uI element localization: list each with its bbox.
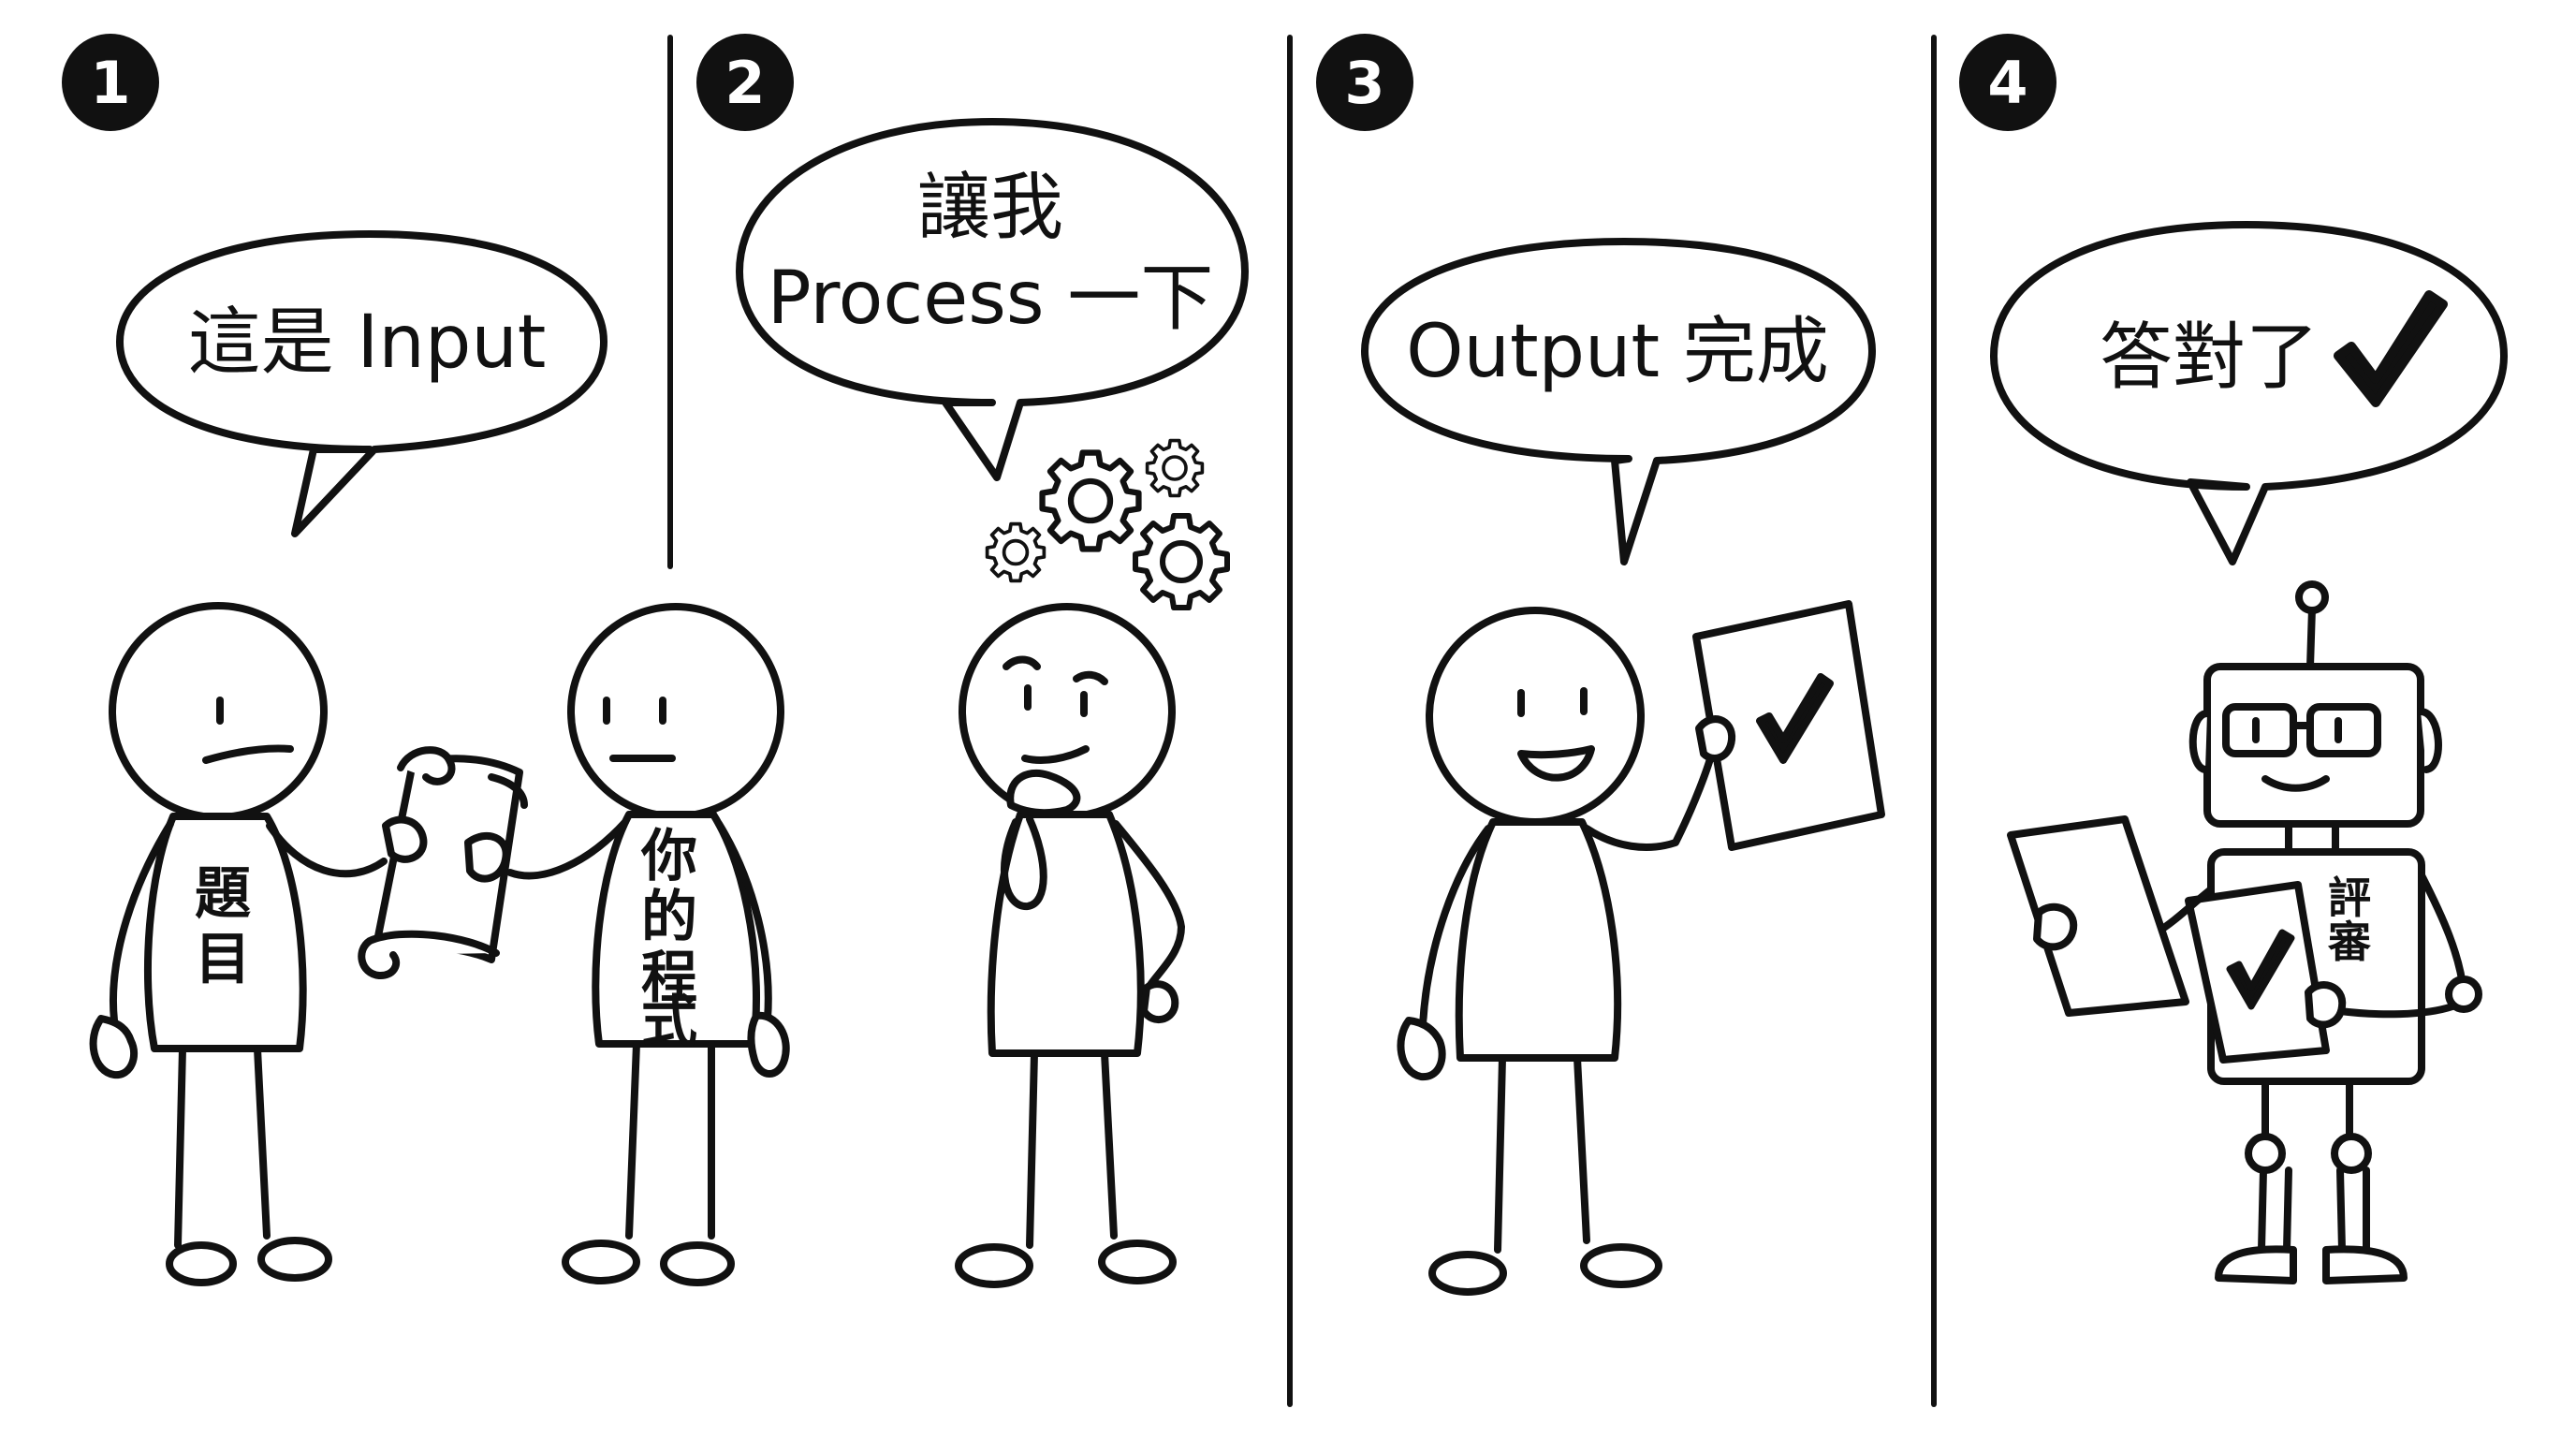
panel-2-speech-line-2: Process 一下 [768, 257, 1214, 341]
panel-1-number: 1 [90, 49, 130, 117]
panel-1-speech-bubble: 這是 Input [116, 230, 607, 537]
panel-2-speech-bubble: 讓我 Process 一下 [736, 118, 1249, 481]
panel-4-badge: 4 [1959, 34, 2056, 131]
paper-scroll [358, 746, 528, 979]
shirt-label-program-4: 式 [641, 990, 697, 1055]
panel-2: 2 讓我 Process 一下 [696, 34, 1249, 1288]
checkmark-icon [1756, 673, 1834, 764]
character-your-program: 你 的 程 式 [506, 603, 790, 1286]
checkmark-icon [2334, 290, 2448, 407]
panel-1-speech-text: 這是 Input [188, 301, 547, 385]
panel-3: 3 Output 完成 [1316, 34, 1885, 1296]
panel-3-badge: 3 [1316, 34, 1413, 131]
result-document [1692, 600, 1885, 851]
shirt-label-problem-2: 目 [195, 927, 251, 992]
character-happy [1397, 607, 1717, 1296]
panel-4: 4 答對了 評 審 [1959, 34, 2508, 1284]
panel-4-speech-text: 答對了 [2100, 315, 2319, 400]
character-problem: 題 目 [89, 602, 388, 1286]
character-thinker [955, 603, 1185, 1288]
shirt-label-program-1: 你 [640, 824, 697, 889]
shirt-label-program-3: 程 [641, 946, 697, 1011]
robot-label-1: 評 [2328, 873, 2371, 923]
shirt-label-program-2: 的 [641, 885, 697, 950]
panel-2-number: 2 [724, 49, 765, 117]
gear-icon [1135, 516, 1227, 608]
thinking-gears [985, 438, 1227, 608]
gear-icon [1145, 438, 1205, 498]
shirt-label-problem-1: 題 [195, 861, 251, 927]
gear-icon [1043, 453, 1139, 550]
panel-3-speech-bubble: Output 完成 [1361, 238, 1876, 565]
panel-1-badge: 1 [62, 34, 159, 131]
panel-4-number: 4 [1987, 49, 2027, 117]
panel-3-number: 3 [1344, 49, 1384, 117]
panel-4-speech-bubble: 答對了 [1990, 221, 2508, 565]
robot-label-2: 審 [2327, 917, 2372, 967]
robot-judge: 評 審 [2007, 580, 2482, 1284]
gear-icon [985, 521, 1046, 583]
panel-2-badge: 2 [696, 34, 794, 131]
panel-2-speech-line-1: 讓我 [917, 166, 1063, 250]
panel-1: 1 這是 Input 題 目 [62, 34, 790, 1286]
checkmark-icon [2226, 929, 2295, 1010]
panel-3-speech-text: Output 完成 [1406, 310, 1829, 394]
